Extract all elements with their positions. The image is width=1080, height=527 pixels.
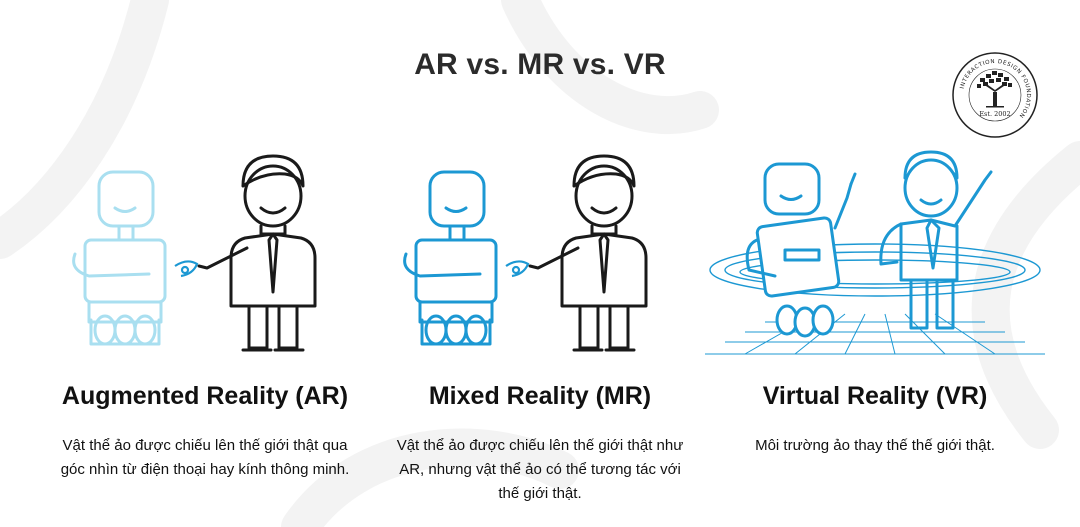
logo-est: Est. 2002 — [979, 110, 1010, 118]
ar-illustration — [72, 154, 317, 352]
ar-heading: Augmented Reality (AR) — [61, 382, 349, 410]
ar-virtual-robot — [72, 170, 167, 346]
panel-ar: Augmented Reality (AR) Vật thể ảo được c… — [35, 150, 375, 520]
vr-description: Môi trường ảo thay thế thế giới thật. — [755, 437, 995, 454]
mr-heading: Mixed Reality (MR) — [428, 382, 652, 410]
vr-illustration — [705, 150, 1045, 355]
ar-person — [197, 154, 317, 352]
mr-handshake — [505, 260, 530, 278]
vr-person — [879, 150, 993, 330]
panel-vr: Virtual Reality (VR) Môi trường ảo thay … — [705, 150, 1045, 520]
interaction-design-foundation-logo: INTERACTION DESIGN FOUNDATION Est. 2002 — [952, 52, 1038, 138]
vr-heading: Virtual Reality (VR) — [762, 382, 988, 410]
mr-person — [528, 154, 648, 352]
mr-illustration — [403, 154, 648, 352]
ar-handshake — [174, 260, 199, 278]
vr-orbit-rings — [709, 243, 1041, 297]
panel-mr: Mixed Reality (MR) Vật thể ảo được chiếu… — [370, 150, 710, 520]
ar-description: Vật thể ảo được chiếu lên thế giới thật … — [60, 437, 350, 478]
mr-virtual-robot — [403, 170, 498, 346]
vr-robot — [745, 162, 857, 338]
page-title: AR vs. MR vs. VR — [414, 48, 666, 81]
mr-description: Vật thể ảo được chiếu lên thế giới thật … — [396, 437, 684, 502]
vr-grid-floor — [705, 313, 1045, 355]
